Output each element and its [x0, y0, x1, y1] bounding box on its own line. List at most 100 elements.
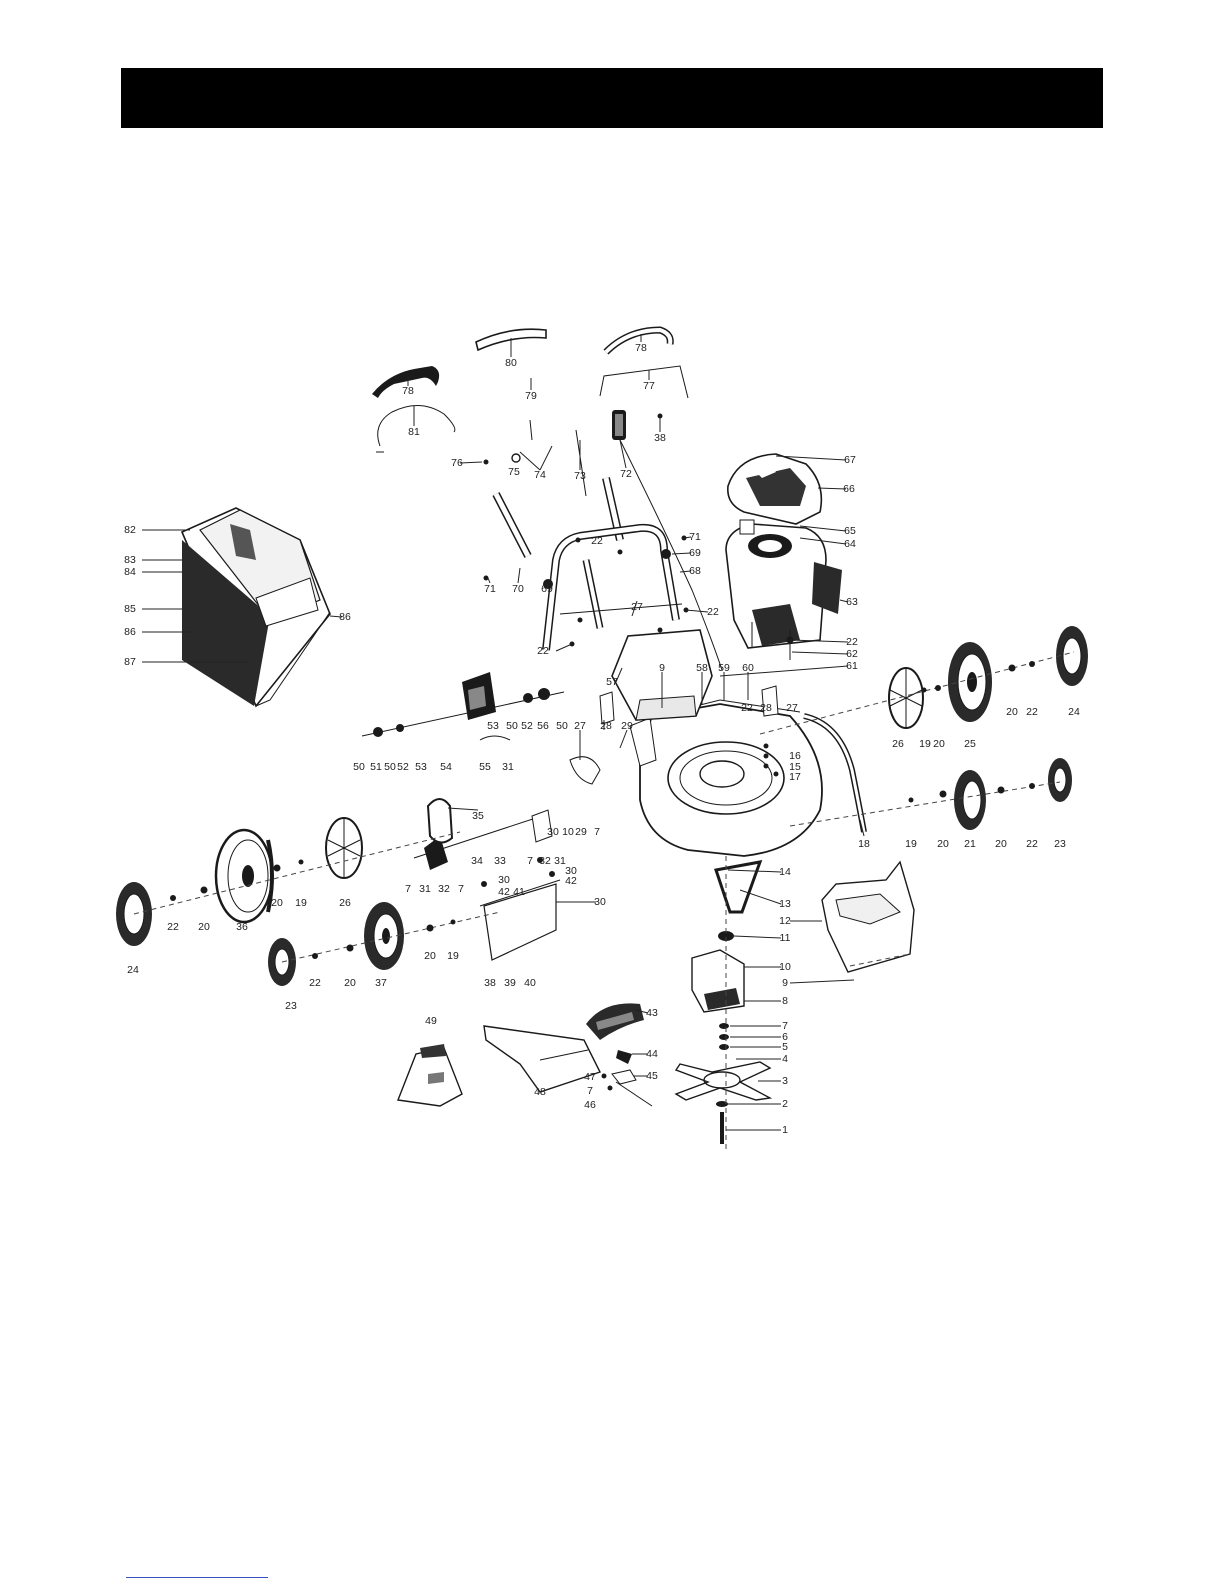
part-number-label: 7 [594, 826, 600, 838]
part-number-label: 5 [782, 1041, 788, 1053]
part-number-label: 72 [620, 468, 632, 480]
part-number-label: 64 [844, 538, 856, 550]
part-number-label: 81 [408, 426, 420, 438]
part-number-label: 35 [472, 810, 484, 822]
part-number-label: 22 [1026, 706, 1038, 718]
discharge-parts [397, 860, 915, 1107]
part-number-label: 20 [424, 950, 436, 962]
part-number-label: 38 [654, 432, 666, 444]
part-number-label: 11 [780, 932, 791, 944]
part-number-label: 71 [484, 583, 496, 595]
part-number-label: 10 [779, 961, 791, 973]
part-number-label: 56 [537, 720, 549, 732]
part-number-label: 27 [786, 702, 798, 714]
part-number-label: 61 [846, 660, 858, 672]
part-number-label: 83 [124, 554, 136, 566]
part-number-label: 31 [554, 855, 566, 867]
part-number-label: 57 [606, 676, 618, 688]
wheel-cap-23-upper [1048, 758, 1072, 802]
part-number-label: 59 [718, 662, 730, 674]
part-number-label: 7 [782, 1020, 788, 1032]
part-number-label: 28 [600, 720, 612, 732]
part-number-label: 39 [504, 977, 516, 989]
part-number-label: 22 [707, 606, 719, 618]
part-number-label: 4 [782, 1053, 788, 1065]
part-number-label: 45 [646, 1070, 658, 1082]
part-number-label: 19 [905, 838, 917, 850]
part-number-label: 2 [782, 1098, 788, 1110]
part-number-label: 19 [919, 738, 931, 750]
part-number-label: 66 [843, 483, 855, 495]
part-number-label: 29 [575, 826, 587, 838]
part-number-label: 7 [405, 883, 411, 895]
part-number-label: 23 [1054, 838, 1066, 850]
part-number-label: 34 [471, 855, 483, 867]
part-number-label: 36 [236, 921, 248, 933]
part-number-label: 7 [458, 883, 464, 895]
part-number-label: 3 [782, 1075, 788, 1087]
part-number-label: 24 [1068, 706, 1080, 718]
wheel-37 [364, 902, 404, 970]
part-number-label: 43 [646, 1007, 658, 1019]
part-number-label: 12 [779, 915, 791, 927]
part-number-label: 15 [789, 761, 801, 773]
part-number-label: 67 [844, 454, 856, 466]
part-number-label: 22 [591, 535, 603, 547]
part-number-label: 29 [621, 720, 633, 732]
part-number-label: 42 [565, 875, 577, 887]
part-number-label: 70 [512, 583, 524, 595]
part-number-label: 10 [562, 826, 574, 838]
part-number-label: 52 [397, 761, 409, 773]
handle-assembly [372, 326, 723, 671]
part-number-label: 85 [124, 603, 136, 615]
part-number-label: 69 [689, 547, 701, 559]
part-number-label: 49 [425, 1015, 437, 1027]
part-number-label: 13 [779, 898, 791, 910]
part-number-label: 46 [584, 1099, 596, 1111]
part-number-label: 41 [513, 886, 525, 898]
part-number-label: 52 [521, 720, 533, 732]
part-number-label: 50 [506, 720, 518, 732]
part-number-label: 50 [353, 761, 365, 773]
wheel-cap-24-upper [1056, 626, 1088, 686]
part-number-label: 50 [556, 720, 568, 732]
part-number-label: 22 [537, 645, 549, 657]
part-number-label: 22 [1026, 838, 1038, 850]
part-number-label: 7 [527, 855, 533, 867]
footer-link-underline [126, 1577, 268, 1578]
part-number-label: 74 [534, 469, 546, 481]
part-number-label: 27 [574, 720, 586, 732]
part-number-label: 58 [696, 662, 708, 674]
grass-bag [180, 507, 331, 708]
part-number-label: 19 [295, 897, 307, 909]
part-number-label: 80 [505, 357, 517, 369]
part-number-label: 24 [127, 964, 139, 976]
header-bar [121, 68, 1103, 128]
deck [569, 629, 867, 857]
part-number-label: 26 [892, 738, 904, 750]
part-number-label: 9 [782, 977, 788, 989]
part-number-label: 37 [375, 977, 387, 989]
part-number-label: 32 [539, 855, 551, 867]
part-number-label: 38 [484, 977, 496, 989]
part-number-label: 60 [742, 662, 754, 674]
part-number-label: 78 [635, 342, 647, 354]
part-number-label: 17 [789, 771, 801, 783]
engine [725, 453, 842, 660]
part-number-label: 63 [846, 596, 858, 608]
part-number-label: 28 [760, 702, 772, 714]
wheel-26-lower [325, 817, 363, 879]
part-number-label: 87 [124, 656, 136, 668]
part-number-label: 65 [844, 525, 856, 537]
part-number-label: 20 [344, 977, 356, 989]
part-number-label: 1 [782, 1124, 788, 1136]
part-number-label: 84 [124, 566, 136, 578]
part-number-label: 50 [384, 761, 396, 773]
part-number-label: 23 [285, 1000, 297, 1012]
part-number-label: 55 [479, 761, 491, 773]
part-number-label: 26 [339, 897, 351, 909]
part-number-label: 20 [995, 838, 1007, 850]
part-number-label: 53 [415, 761, 427, 773]
part-number-label: 73 [574, 470, 586, 482]
part-number-label: 21 [964, 838, 976, 850]
